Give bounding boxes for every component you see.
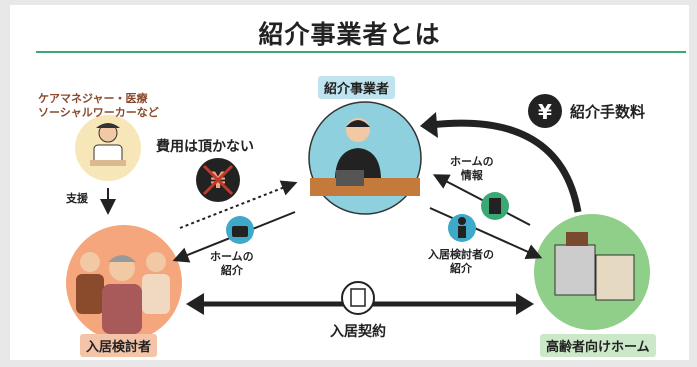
document-icon: [481, 192, 509, 220]
contract-label: 入居契約: [330, 324, 386, 340]
home-illustration: [534, 214, 650, 330]
commission-label: 紹介手数料: [570, 103, 646, 121]
yen-crossed-icon: ¥: [196, 158, 240, 202]
support-label: 支援: [66, 192, 88, 205]
briefcase-icon: [226, 216, 254, 244]
home-info-label: ホームの 情報: [450, 155, 494, 182]
person-icon: [448, 214, 476, 242]
applicant-illustration: [66, 225, 182, 341]
agency-illustration: [308, 101, 422, 215]
care-manager-illustration: [75, 115, 141, 181]
contract-icon: [341, 281, 375, 315]
applicant-intro-label: 入居検討者の 紹介: [428, 248, 494, 275]
agency-label: 紹介事業者: [318, 76, 396, 99]
page-title: 紹介事業者とは: [258, 20, 441, 49]
no-fee-label: 費用は頂かない: [156, 139, 254, 155]
applicant-intro-arrow: [429, 207, 543, 260]
no-fee-arrow: [179, 180, 298, 229]
home-intro-label: ホームの 紹介: [210, 250, 254, 277]
applicant-label: 入居検討者: [80, 334, 158, 357]
title-underline: [36, 51, 686, 53]
commission-arrow: [429, 119, 582, 213]
care-manager-label: ケアマネジャー・医療 ソーシャルワーカーなど: [38, 92, 159, 119]
home-label: 高齢者向けホーム: [540, 334, 656, 357]
svg-text:¥: ¥: [538, 100, 552, 124]
yen-icon: ¥: [528, 94, 562, 128]
